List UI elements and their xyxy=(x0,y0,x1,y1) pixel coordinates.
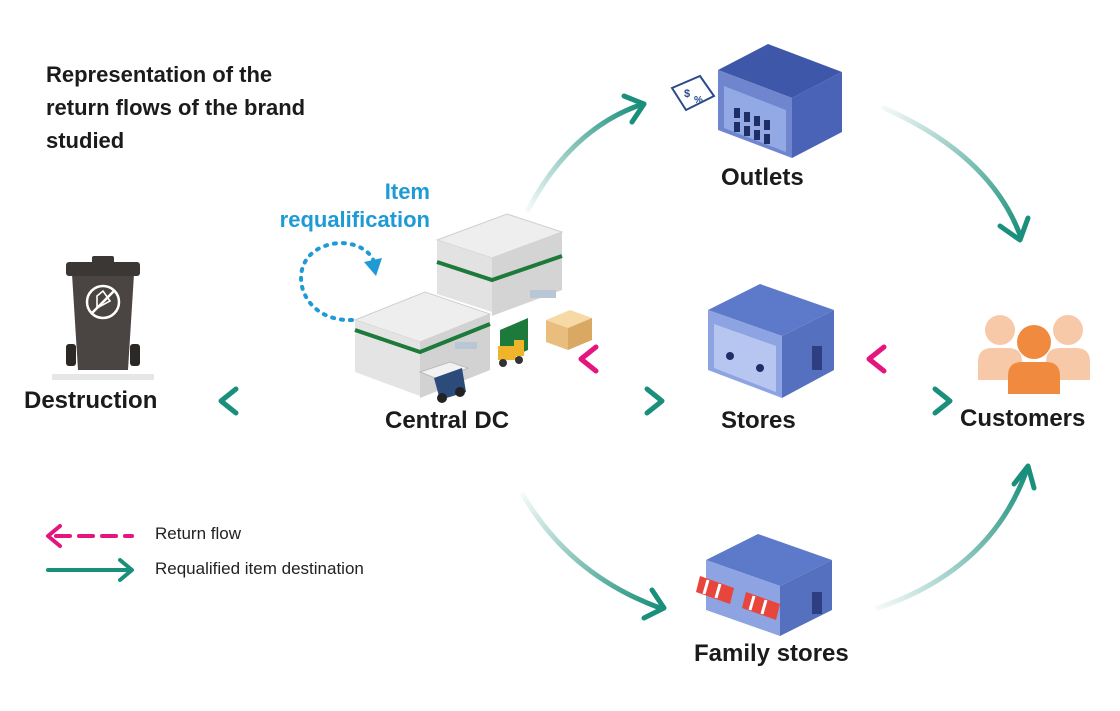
label-stores: Stores xyxy=(721,407,796,434)
arrow-dc-to-outlets xyxy=(525,93,647,213)
arrow-family-stores-to-customers xyxy=(875,463,1037,611)
store-icon xyxy=(708,284,834,398)
trash-bin-icon xyxy=(52,256,154,380)
return-arrow-customers-to-stores xyxy=(866,344,959,374)
arrow-dc-to-family-stores xyxy=(520,492,667,621)
customers-group-icon xyxy=(978,315,1090,394)
return-arrow-stores-to-dc xyxy=(578,344,671,374)
svg-text:%: % xyxy=(694,95,703,106)
label-customers: Customers xyxy=(960,405,1086,432)
requalification-loop-arrow xyxy=(299,241,382,323)
legend-requalified-label: Requalified item destination xyxy=(155,559,364,578)
arrow-outlets-to-customers xyxy=(881,105,1031,243)
label-central-dc: Central DC xyxy=(385,407,510,434)
diagram-title: Representation of the return flows of th… xyxy=(46,62,306,153)
family-store-icon xyxy=(696,534,832,636)
arrow-dc-to-destruction xyxy=(218,386,321,416)
arrow-stores-to-customers xyxy=(859,386,953,416)
label-destruction: Destruction xyxy=(24,387,158,414)
label-outlets: Outlets xyxy=(721,164,804,191)
outlet-store-icon: $ % xyxy=(670,44,842,158)
legend-return-flow-label: Return flow xyxy=(155,524,241,543)
warehouse-icon xyxy=(353,213,592,403)
arrow-dc-to-stores xyxy=(572,386,665,416)
legend-requalified-marker xyxy=(46,558,134,582)
requalification-label: Item requalification xyxy=(279,179,430,232)
svg-text:$: $ xyxy=(684,88,690,100)
label-family-stores: Family stores xyxy=(694,640,849,667)
legend-return-flow-marker xyxy=(46,524,134,548)
